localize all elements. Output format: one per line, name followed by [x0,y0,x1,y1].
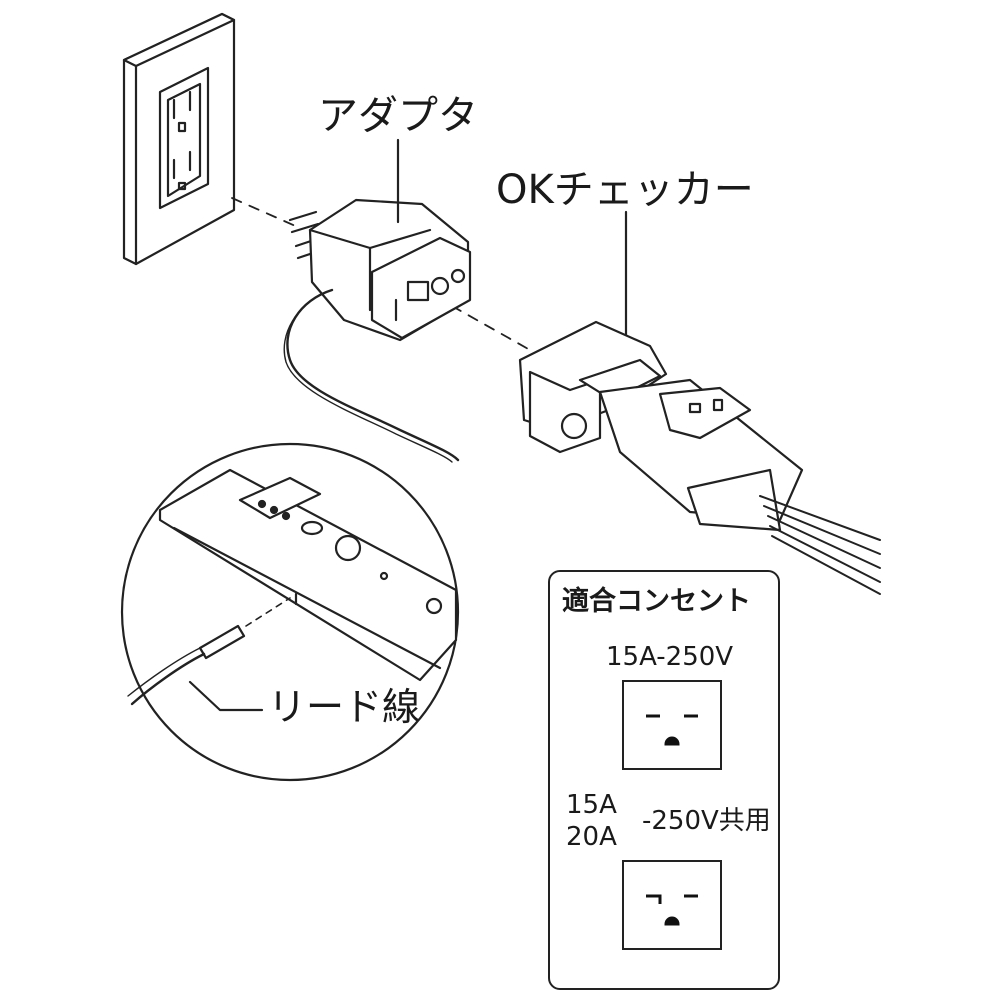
outlet-2-rating-15a: 15A [566,790,617,820]
outlet-2-rating-suffix: -250V共用 [642,806,771,836]
compatible-outlets-title: 適合コンセント [562,586,751,617]
outlet-2-slots-icon [646,894,698,926]
adapter-device [283,198,472,463]
outlet-2-diagram [622,860,722,950]
wall-outlet [122,12,236,266]
magnified-detail [120,442,460,782]
outlet-1-rating: 15A-250V [606,642,734,672]
alignment-lines [231,197,531,351]
ok-checker-device [518,320,881,595]
ok-checker-label: OKチェッカー [496,167,754,213]
adapter-label: アダプタ [318,93,478,139]
outlet-1-diagram [622,680,722,770]
outlet-2-rating-20a: 20A [566,822,617,852]
lead-wire-label: リード線 [268,685,421,729]
outlet-1-slots-icon [646,714,698,746]
compatible-outlets-panel: 適合コンセント 15A-250V 15A 20A -250V共用 [548,570,780,990]
